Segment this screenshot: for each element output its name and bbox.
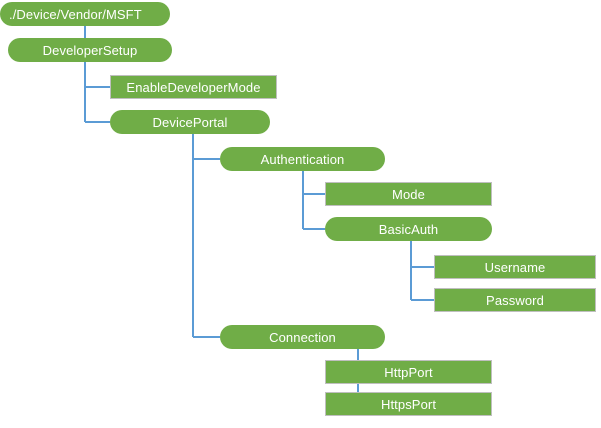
tree-node-root[interactable]: ./Device/Vendor/MSFT: [0, 2, 170, 26]
tree-node-enable-developer-mode[interactable]: EnableDeveloperMode: [110, 75, 277, 99]
tree-node-connection[interactable]: Connection: [220, 325, 385, 349]
tree-node-username[interactable]: Username: [434, 255, 596, 279]
tree-node-device-portal[interactable]: DevicePortal: [110, 110, 270, 134]
tree-node-basic-auth[interactable]: BasicAuth: [325, 217, 492, 241]
tree-node-password[interactable]: Password: [434, 288, 596, 312]
tree-node-developer-setup[interactable]: DeveloperSetup: [8, 38, 172, 62]
tree-node-https-port[interactable]: HttpsPort: [325, 392, 492, 416]
tree-node-mode[interactable]: Mode: [325, 182, 492, 206]
tree-node-http-port[interactable]: HttpPort: [325, 360, 492, 384]
tree-node-authentication[interactable]: Authentication: [220, 147, 385, 171]
